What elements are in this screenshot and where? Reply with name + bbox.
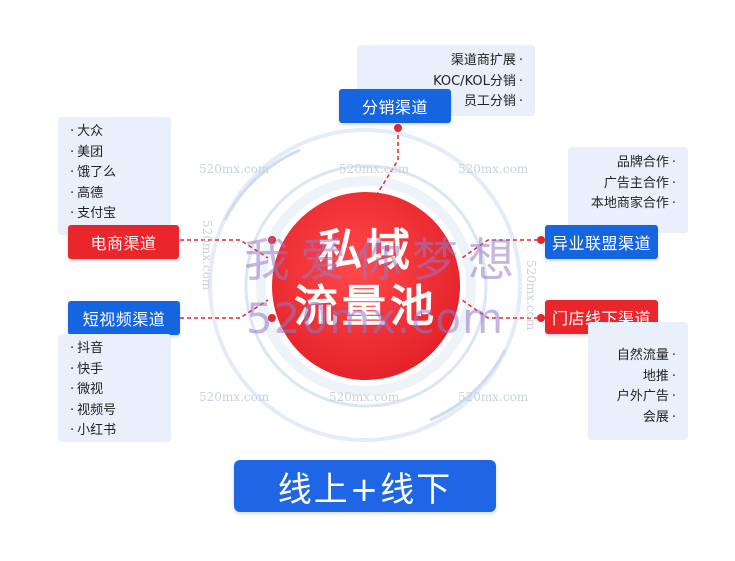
list-item: 微视: [70, 380, 171, 401]
list-short-video: 抖音 快手 微视 视频号 小红书: [58, 334, 171, 442]
list-item: 渠道商扩展: [357, 51, 523, 72]
watermark-small-vertical: 520mx.com: [200, 220, 214, 291]
channel-distribution: 分销渠道: [339, 89, 451, 123]
list-item: 美团: [70, 143, 171, 164]
list-item: 大众: [70, 122, 171, 143]
list-item: 自然流量: [588, 346, 676, 367]
inner-ring: [256, 176, 476, 396]
list-item: 户外广告: [588, 387, 676, 408]
list-alliance: 品牌合作 广告主合作 本地商家合作: [568, 147, 688, 233]
list-offline-store: 自然流量 地推 户外广告 会展: [588, 322, 688, 440]
list-ecommerce: 大众 美团 饿了么 高德 支付宝: [58, 117, 171, 235]
middle-ring: [244, 164, 488, 408]
list-item: 广告主合作: [568, 174, 676, 195]
center-title-line1: 私域: [318, 225, 414, 276]
list-item: 会展: [588, 408, 676, 429]
channel-ecommerce: 电商渠道: [68, 225, 179, 259]
ring-arc: [429, 349, 507, 422]
watermark-small: 520mx.com: [199, 162, 270, 176]
connector-dots: [268, 124, 545, 322]
watermark-small: 520mx.com: [339, 162, 410, 176]
list-item: 视频号: [70, 401, 171, 422]
online-offline-banner: 线上+线下: [234, 460, 496, 512]
list-item: 支付宝: [70, 204, 171, 225]
list-item: 饿了么: [70, 163, 171, 184]
connector-lines: [180, 128, 545, 319]
list-item: 本地商家合作: [568, 194, 676, 215]
list-item: 抖音: [70, 339, 171, 360]
watermark-small-vertical: 520mx.com: [524, 260, 538, 331]
watermark-small: 520mx.com: [199, 390, 270, 404]
center-title-line2: 流量池: [294, 281, 438, 332]
list-item: 员工分销: [357, 92, 523, 113]
list-item: KOC/KOL分销: [357, 72, 523, 93]
list-item: 快手: [70, 360, 171, 381]
watermark-small: 520mx.com: [458, 162, 529, 176]
outer-ring: [208, 128, 522, 442]
list-item: 小红书: [70, 421, 171, 442]
core-circle: [272, 192, 460, 380]
watermark-small: 520mx.com: [458, 390, 529, 404]
watermark-small: 520mx.com: [329, 390, 400, 404]
channel-alliance: 异业联盟渠道: [545, 225, 658, 259]
channel-short-video: 短视频渠道: [68, 301, 180, 335]
list-item: 品牌合作: [568, 153, 676, 174]
list-item: 高德: [70, 184, 171, 205]
ring-arc: [223, 148, 301, 221]
list-item: 地推: [588, 367, 676, 388]
